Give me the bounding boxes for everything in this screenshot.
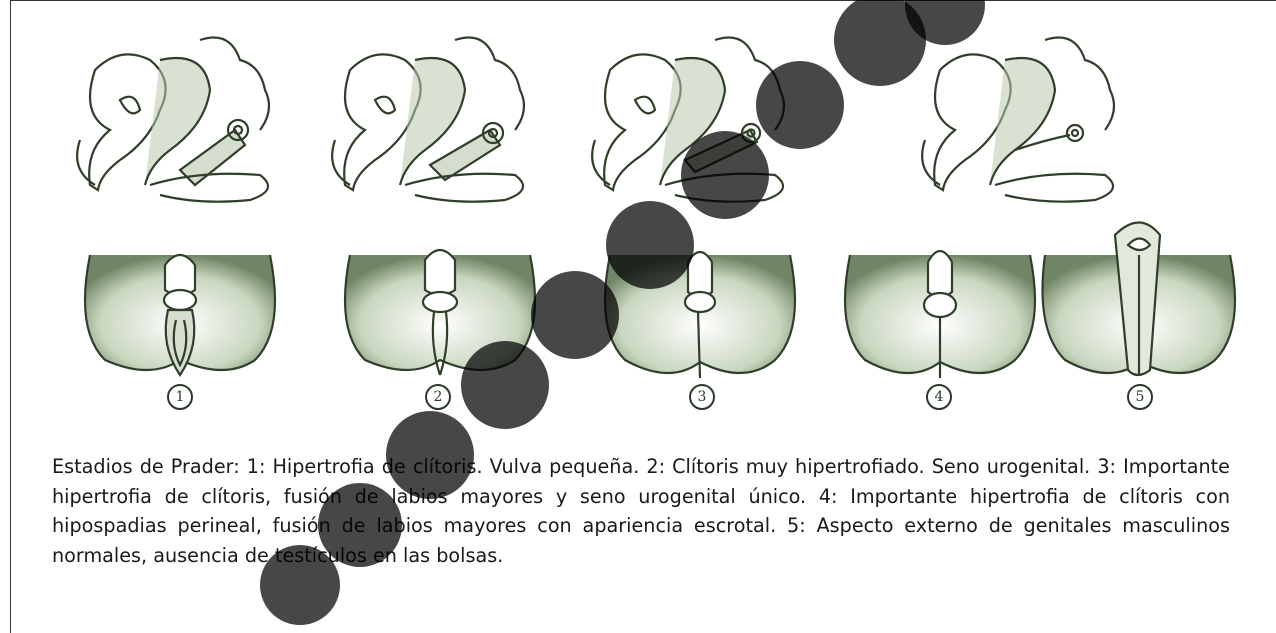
stage-number-5: 5 (1127, 384, 1153, 410)
sagittal-view-1 (77, 38, 269, 202)
frontal-view-2 (345, 250, 535, 375)
prader-stages-illustration: 1 2 3 4 5 (0, 0, 1276, 430)
sagittal-view-3 (592, 38, 784, 202)
frontal-view-1 (85, 255, 275, 375)
stage-number-1: 1 (167, 384, 193, 410)
frontal-view-4 (845, 251, 1035, 378)
stage-number-2: 2 (425, 384, 451, 410)
stage-number-4: 4 (926, 384, 952, 410)
sagittal-view-2 (332, 38, 524, 202)
illustration-canvas (0, 0, 1276, 430)
figure-caption: Estadios de Prader: 1: Hipertrofia de cl… (52, 452, 1230, 570)
sagittal-view-4 (922, 38, 1114, 202)
frontal-view-3 (605, 252, 795, 378)
stage-number-3: 3 (689, 384, 715, 410)
frontal-view-5 (1043, 223, 1236, 376)
